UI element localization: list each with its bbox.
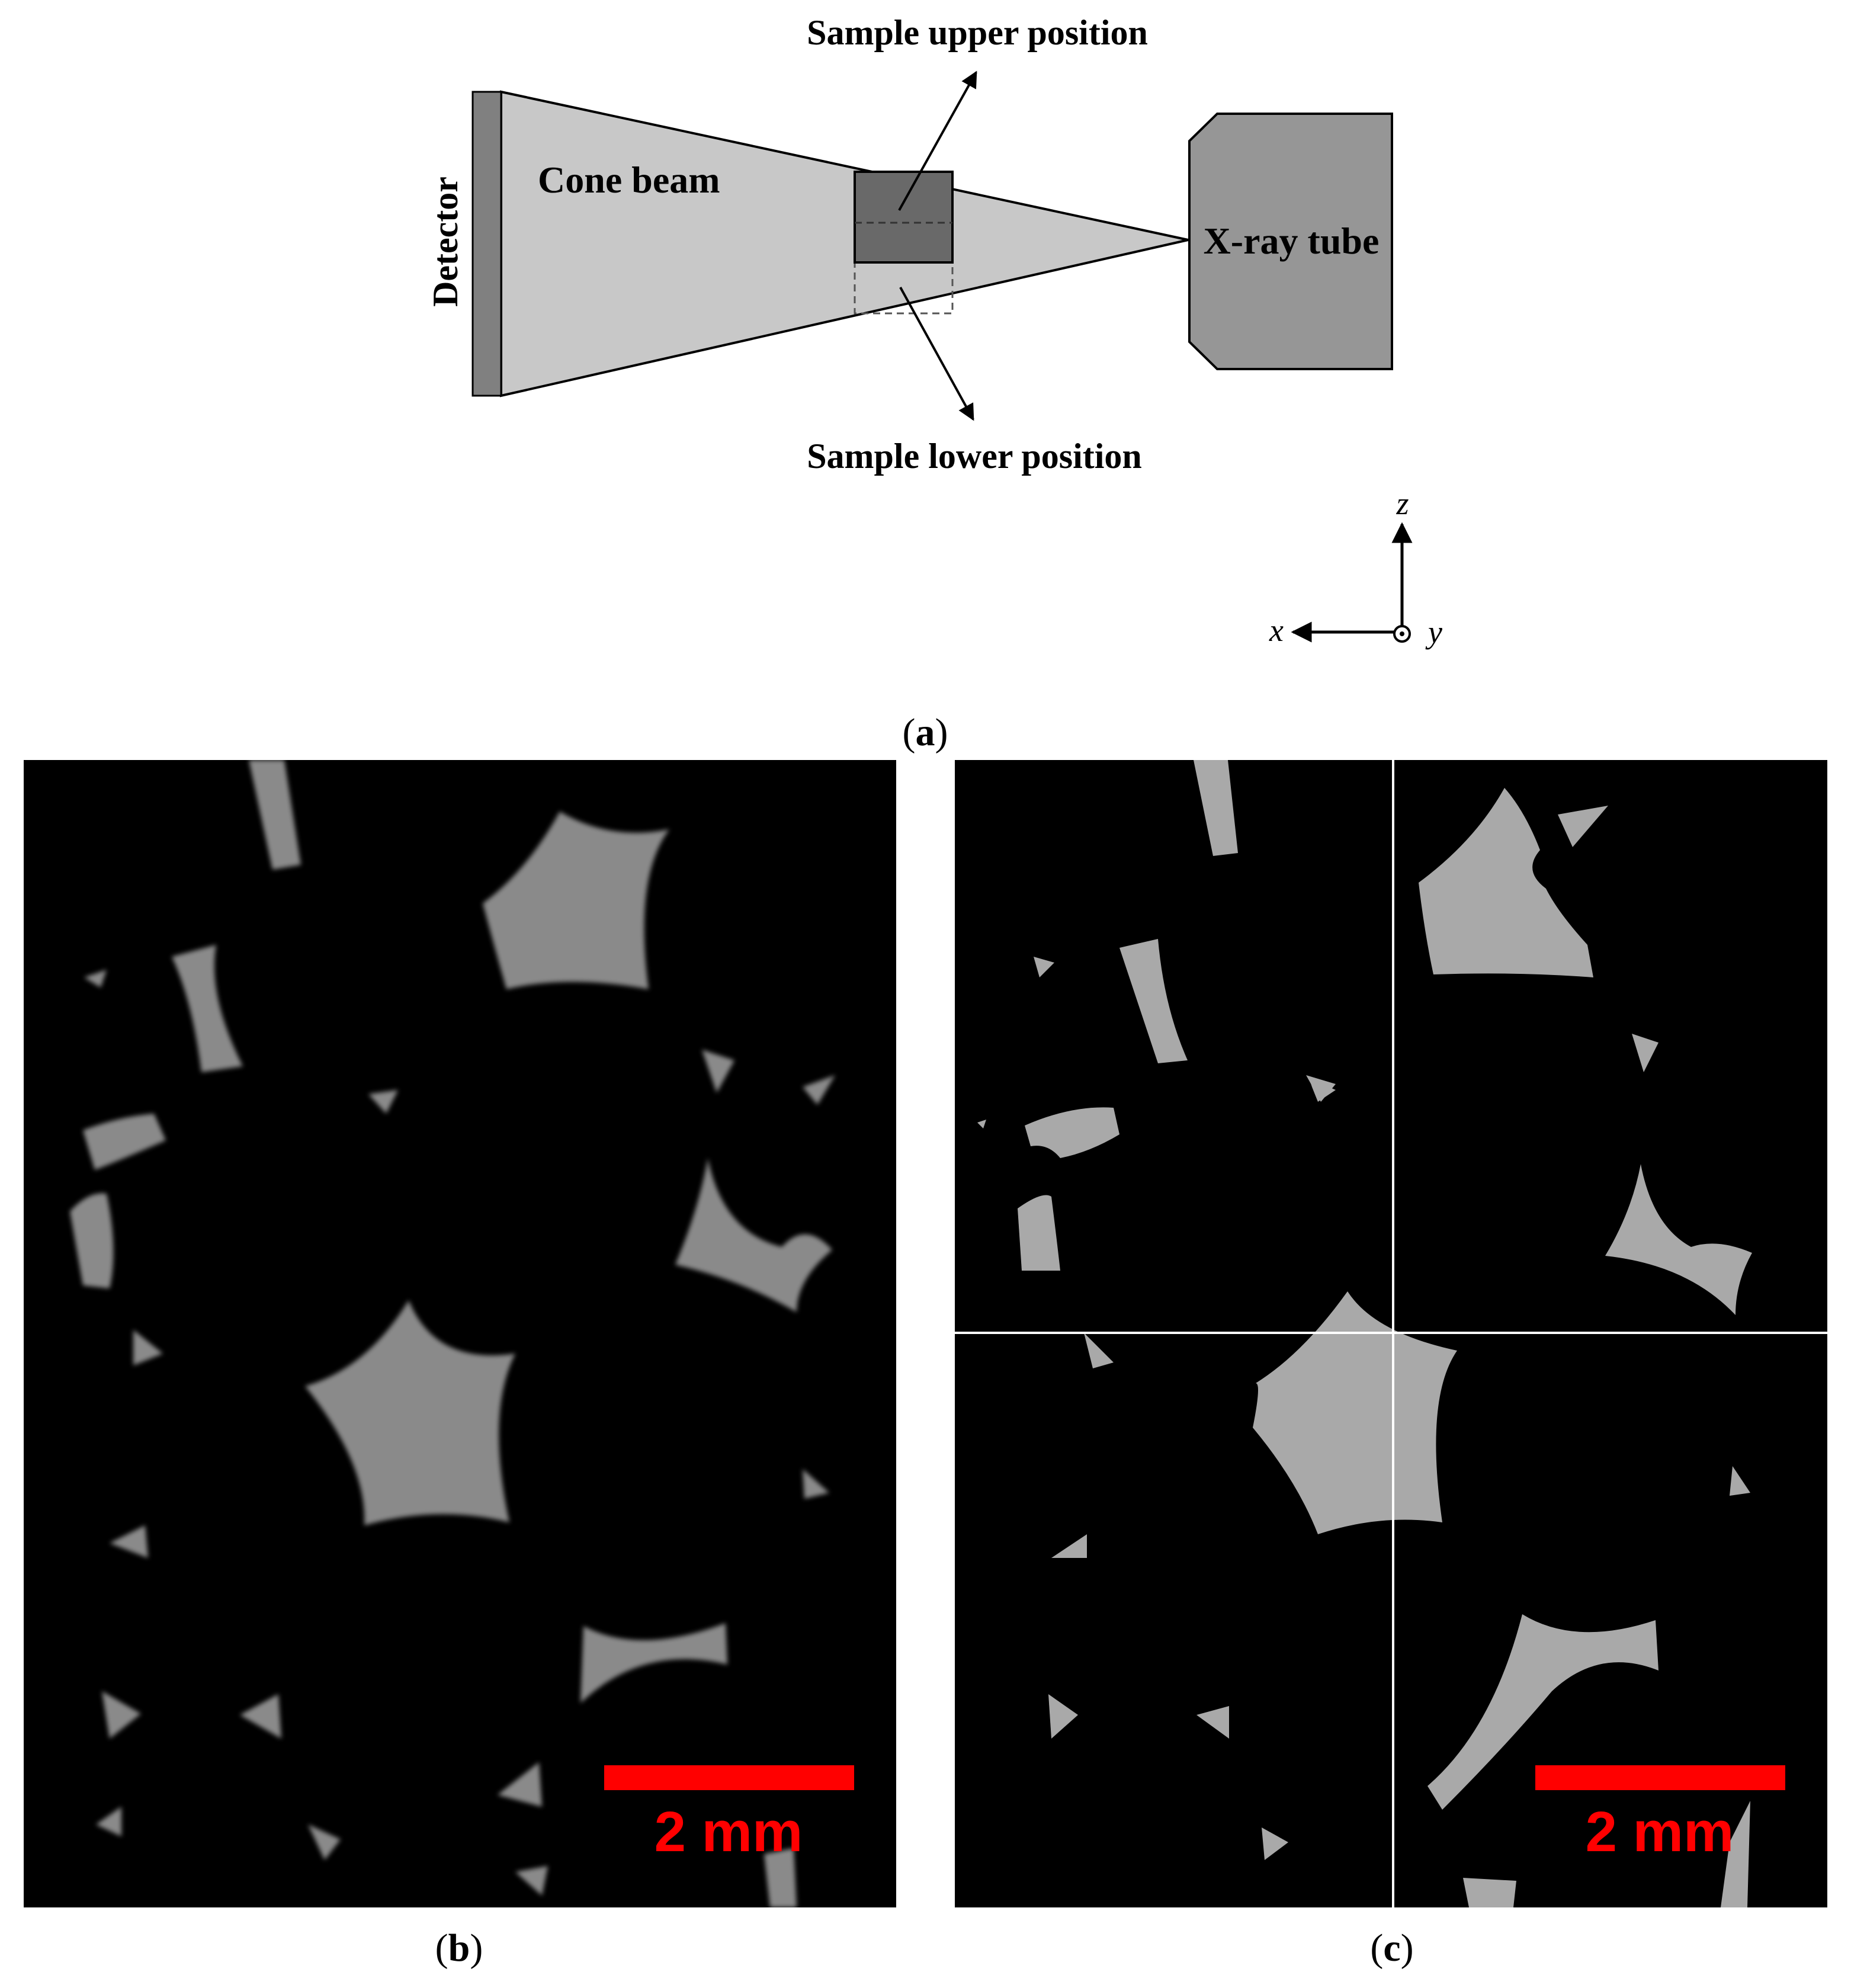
- caption-b: (b): [435, 1926, 483, 1970]
- panel-c-ct-image: 2 mm: [955, 760, 1827, 1907]
- upper-pointer-arrow: [898, 70, 977, 211]
- coordinate-axes: z x y: [1269, 486, 1442, 650]
- caption-c: (c): [1370, 1926, 1413, 1970]
- panel-b-scale-label: 2 mm: [655, 1800, 803, 1864]
- cone-beam-diagram: Sample upper position Sample lower posit…: [426, 13, 1442, 650]
- panel-b-scale-bar: [604, 1765, 854, 1790]
- sample-upper-position-box: [854, 171, 954, 264]
- xray-tube-label: X-ray tube: [1204, 220, 1380, 262]
- lower-pointer-arrow: [899, 287, 974, 421]
- caption-a: (a): [903, 711, 948, 754]
- panel-c-scale-bar: [1535, 1765, 1785, 1790]
- detector: [471, 91, 502, 397]
- sample-lower-label: Sample lower position: [807, 437, 1142, 476]
- axis-z-label: z: [1396, 486, 1409, 521]
- cone-beam: [500, 90, 1189, 397]
- sample-upper-label: Sample upper position: [807, 13, 1148, 52]
- xray-tube: [1188, 113, 1393, 370]
- panel-c-scale-label: 2 mm: [1586, 1800, 1734, 1864]
- axis-x-label: x: [1269, 613, 1284, 648]
- detector-label: Detector: [426, 177, 465, 307]
- axis-y-label: y: [1425, 614, 1442, 650]
- cone-beam-label: Cone beam: [538, 159, 720, 201]
- panel-b-ct-image: 2 mm: [24, 760, 896, 1907]
- panel-b-particles: [70, 760, 835, 1907]
- panel-c-particles: [977, 760, 1752, 1907]
